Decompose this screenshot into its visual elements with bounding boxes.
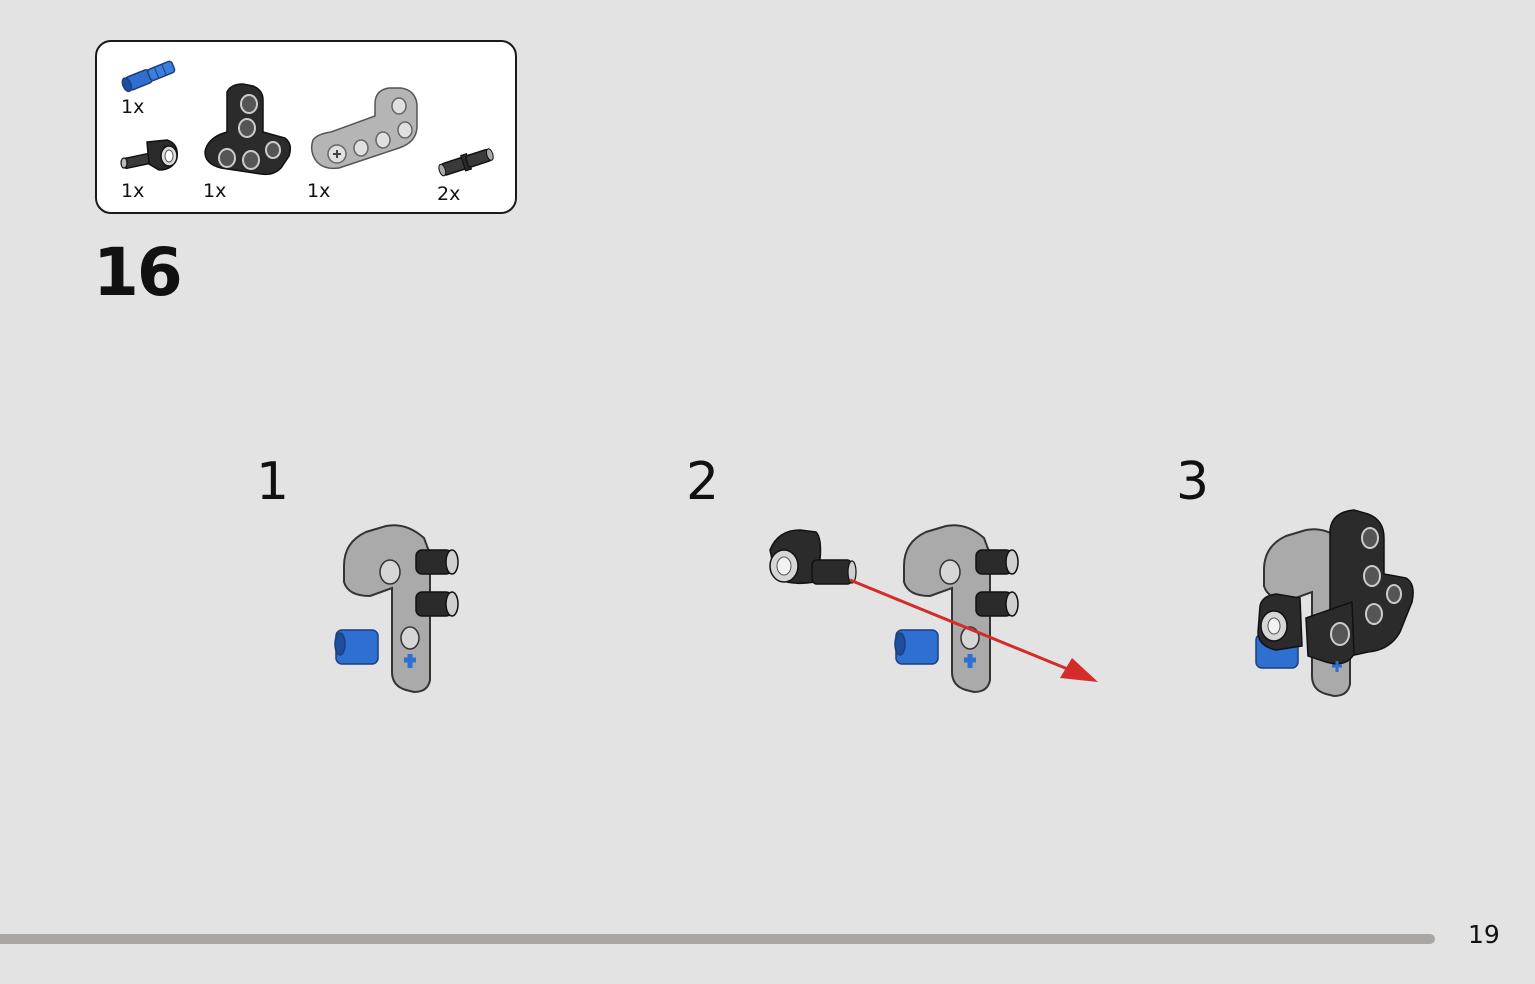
part-qty-grey-bent-beam: 1x: [307, 180, 331, 202]
black-t-beam-icon: [204, 83, 292, 176]
black-pin-bush-icon: [120, 139, 179, 171]
page-number: 19: [1468, 920, 1500, 949]
substep-number-3: 3: [1176, 452, 1210, 512]
page-progress-bar: [0, 934, 1435, 944]
part-qty-black-t-beam: 1x: [203, 180, 227, 202]
substep-number-1: 1: [256, 452, 290, 512]
substep-3-assembly-illustration: [1255, 509, 1414, 698]
substep-1-assembly-illustration: [334, 524, 459, 694]
grey-bent-beam-icon: [310, 87, 418, 170]
black-friction-pin-icon: [438, 148, 494, 177]
part-qty-black-pin-bush: 1x: [121, 180, 145, 202]
substep-number-2: 2: [686, 452, 720, 512]
part-qty-blue-axle-pin: 1x: [121, 96, 145, 118]
step-number: 16: [93, 234, 183, 311]
parts-list-box: 1x 1x 1x 1x 2x: [95, 40, 517, 214]
substep-2-assembly-illustration: [769, 524, 1098, 694]
part-qty-black-friction-pin: 2x: [437, 183, 461, 205]
blue-axle-pin-icon: [121, 60, 176, 93]
